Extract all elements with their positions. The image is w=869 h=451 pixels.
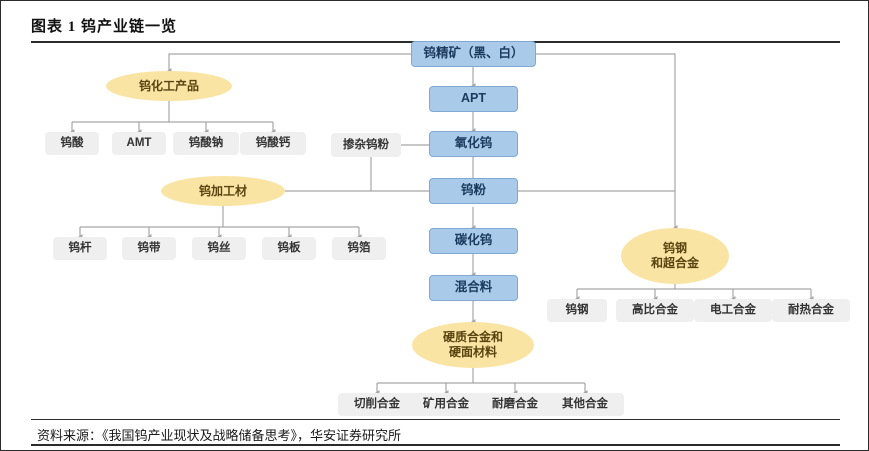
- list-item-chem-0[interactable]: 钨酸: [45, 132, 99, 155]
- list-item-processed-0[interactable]: 钨杆: [53, 237, 107, 260]
- list-item-alloy-1[interactable]: 高比合金: [616, 299, 694, 322]
- list-item-carbide-0[interactable]: 切削合金: [338, 393, 416, 416]
- node-steel-superalloy[interactable]: 钨钢 和超合金: [621, 228, 729, 284]
- list-item-alloy-0[interactable]: 钨钢: [547, 299, 607, 322]
- node-tungsten-ore[interactable]: 钨精矿（黑、白）: [411, 41, 536, 67]
- node-processed-material[interactable]: 钨加工材: [161, 176, 285, 206]
- node-steel-superalloy-line2: 和超合金: [650, 256, 699, 270]
- node-mixture[interactable]: 混合料: [429, 275, 518, 301]
- list-item-processed-2[interactable]: 钨丝: [192, 237, 246, 260]
- list-item-processed-4[interactable]: 钨箔: [332, 237, 386, 260]
- list-item-carbide-3[interactable]: 其他合金: [546, 393, 624, 416]
- list-item-carbide-1[interactable]: 矿用合金: [407, 393, 485, 416]
- node-cemented-carbide-line1: 硬质合金和: [442, 330, 503, 344]
- node-tungsten-oxide[interactable]: 氧化钨: [429, 131, 518, 157]
- flowchart-canvas: 钨精矿（黑、白） APT 氧化钨 掺杂钨粉 钨粉 碳化钨 混合料 钨化工产品 钨…: [1, 41, 868, 419]
- figure-title: 图表 1 钨产业链一览: [31, 15, 840, 43]
- list-item-processed-1[interactable]: 钨带: [122, 237, 176, 260]
- list-item-carbide-2[interactable]: 耐磨合金: [476, 393, 554, 416]
- node-tungsten-powder[interactable]: 钨粉: [429, 178, 518, 204]
- connector-layer: [70, 53, 814, 396]
- list-item-chem-1[interactable]: AMT: [112, 132, 166, 155]
- node-tungsten-carbide[interactable]: 碳化钨: [429, 228, 518, 254]
- source-note: 资料来源：《我国钨产业现状及战略储备思考》，华安证券研究所: [37, 428, 402, 443]
- list-item-alloy-3[interactable]: 耐热合金: [772, 299, 850, 322]
- node-chemical-products[interactable]: 钨化工产品: [106, 71, 232, 101]
- node-cemented-carbide[interactable]: 硬质合金和 硬面材料: [412, 322, 534, 368]
- list-item-chem-3[interactable]: 钨酸钙: [240, 132, 306, 155]
- list-item-alloy-2[interactable]: 电工合金: [694, 299, 772, 322]
- list-item-processed-3[interactable]: 钨板: [262, 237, 316, 260]
- list-item-chem-2[interactable]: 钨酸钠: [173, 132, 239, 155]
- footer-divider-top: [31, 419, 840, 420]
- node-steel-superalloy-line1: 钨钢: [662, 241, 687, 255]
- node-doped-tungsten-powder[interactable]: 掺杂钨粉: [331, 133, 401, 157]
- footer-divider-bottom: [31, 444, 840, 446]
- node-cemented-carbide-line2: 硬面材料: [448, 345, 497, 359]
- node-apt[interactable]: APT: [429, 86, 518, 112]
- page-title: 图表 1 钨产业链一览: [31, 19, 178, 35]
